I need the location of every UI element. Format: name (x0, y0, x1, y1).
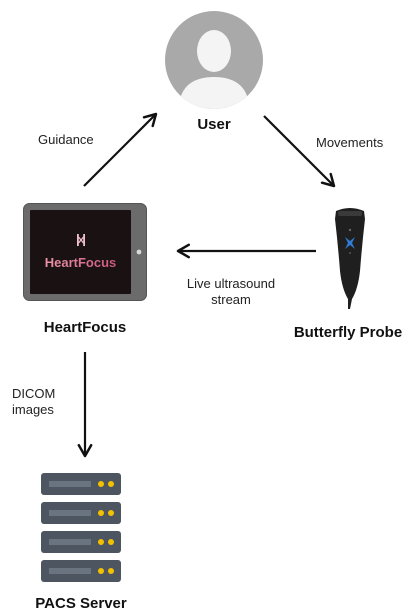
movements-label: Movements (316, 135, 384, 150)
probe-node (330, 205, 370, 310)
stream-label-line2: stream (211, 292, 251, 307)
movements-arrow (263, 115, 336, 188)
guidance-arrow (83, 112, 158, 187)
stream-label-line1: Live ultrasound (186, 276, 276, 291)
tablet-screen-text: HeartFocus (32, 255, 129, 270)
guidance-label: Guidance (38, 132, 94, 147)
pacs-label: PACS Server (35, 595, 127, 612)
dicom-label: DICOM images (12, 386, 55, 418)
user-node (165, 11, 263, 109)
probe-label: Butterfly Probe (293, 324, 403, 341)
user-avatar-icon (165, 11, 263, 109)
stream-label: Live ultrasound stream (168, 276, 294, 308)
ultrasound-probe-icon (335, 208, 365, 309)
heartfocus-node: HeartFocus (23, 203, 147, 301)
heartfocus-logo-icon (76, 233, 86, 247)
server-rack-icon (41, 473, 121, 582)
heartfocus-label: HeartFocus (43, 319, 127, 336)
dicom-label-line2: images (12, 402, 54, 417)
user-label: User (197, 116, 231, 133)
tablet-icon (23, 203, 147, 301)
pacs-node (41, 473, 121, 585)
dicom-label-line1: DICOM (12, 386, 56, 401)
